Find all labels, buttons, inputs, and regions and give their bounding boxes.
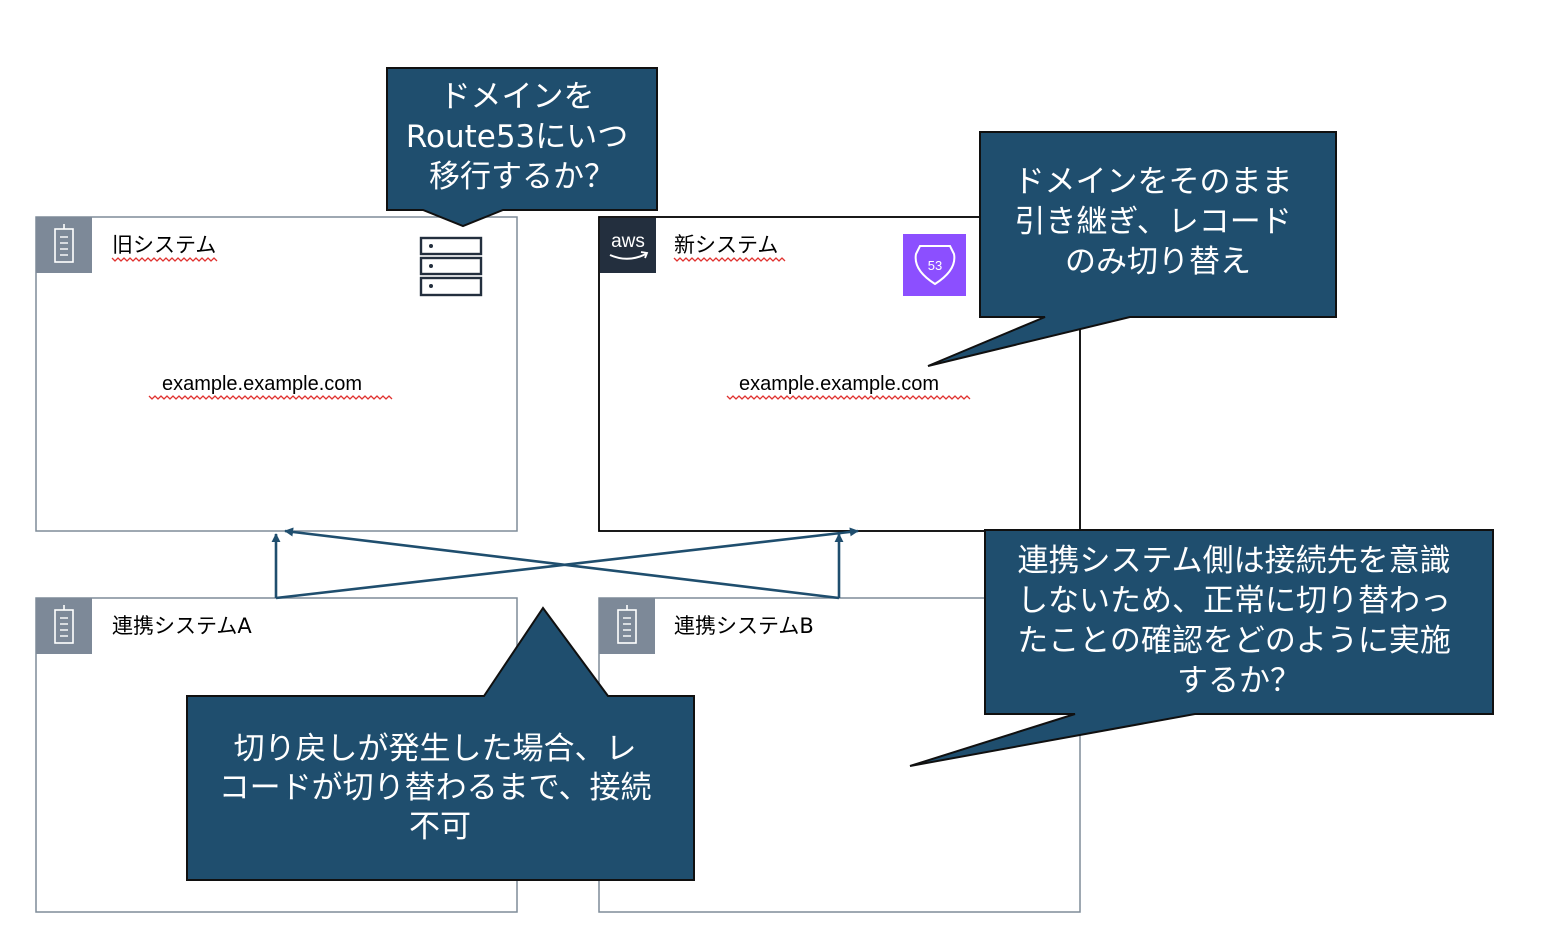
aws-logo-icon: aws: [600, 218, 656, 273]
building-icon: [36, 598, 92, 654]
server-icon: [419, 236, 483, 297]
callout-records-text: ドメインをそのまま 引き継ぎ、レコード のみ切り替え: [1014, 164, 1303, 280]
group-label-partner-a: 連携システムA: [112, 614, 252, 638]
callout-rollback-text: 切り戻しが発生した場合、レ コードが切り替わるまで、接続 不可: [219, 731, 662, 845]
group-new-system: aws 新システム 53 example.example.com: [598, 216, 1081, 532]
group-label-old-system: 旧システム: [112, 233, 216, 257]
callout-migration-text: ドメインを Route53にいつ 移行するか？: [406, 79, 638, 195]
arrow-b-to-old: [284, 527, 840, 600]
route53-badge-text: 53: [928, 258, 942, 273]
group-label-new-system: 新システム: [674, 233, 778, 257]
callout-record-switch: ドメインをそのまま 引き継ぎ、レコード のみ切り替え: [927, 131, 1337, 367]
route53-icon: 53: [903, 234, 966, 296]
callout-rollback: 切り戻しが発生した場合、レ コードが切り替わるまで、接続 不可: [186, 606, 695, 881]
domain-new-system: example.example.com: [739, 373, 939, 395]
callout-confirm-text: 連携システム側は接続先を意識 しないため、正常に切り替わっ たことの確認をどのよ…: [1017, 543, 1461, 699]
building-icon: [599, 598, 655, 654]
group-label-partner-b: 連携システムB: [674, 614, 814, 638]
group-old-system: 旧システム example.example.com: [35, 216, 518, 532]
callout-switch-confirmation: 連携システム側は接続先を意識 しないため、正常に切り替わっ たことの確認をどのよ…: [909, 529, 1494, 767]
domain-old-system: example.example.com: [162, 373, 362, 395]
group-partner-a: 連携システムA: [35, 597, 518, 913]
aws-logo-text: aws: [611, 231, 645, 252]
callout-migration-timing: ドメインを Route53にいつ 移行するか？: [386, 67, 658, 228]
building-icon: [36, 217, 92, 273]
connection-arrows: [271, 527, 859, 600]
